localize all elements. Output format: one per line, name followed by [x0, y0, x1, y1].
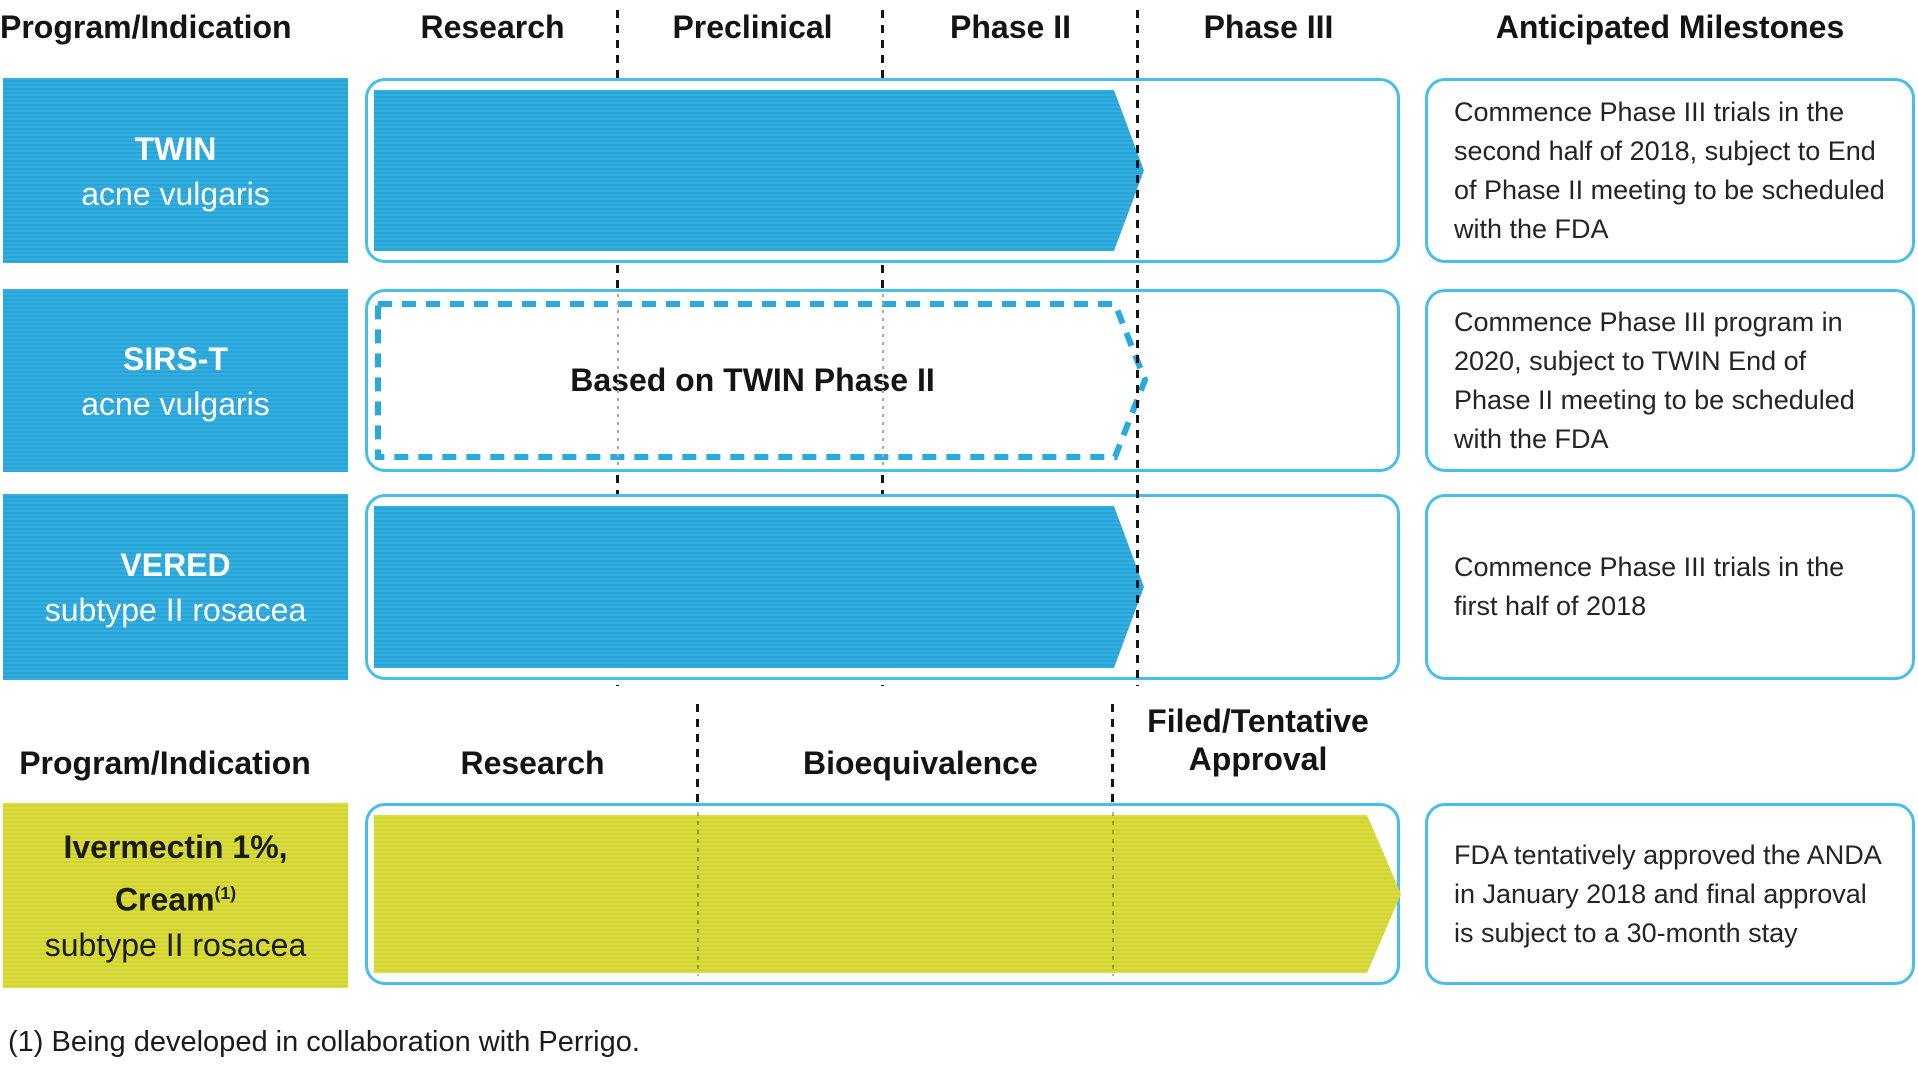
milestone-box-sirs-t: Commence Phase III program in 2020, subj…: [1425, 289, 1915, 472]
bar-label-based-on-twin: Based on TWIN Phase II: [570, 362, 935, 398]
milestone-text: Commence Phase III trials in the second …: [1454, 96, 1885, 244]
phase-separator-line: [1136, 10, 1139, 686]
phase-separator-line-faint: [882, 294, 884, 466]
program-name: Ivermectin 1%, Cream(1): [3, 824, 348, 923]
program-name: SIRS-T: [123, 340, 228, 377]
s2-header-filed-tentative-approval: Filed/Tentative Approval: [1118, 702, 1398, 778]
phase-separator-line: [696, 704, 699, 803]
s2-header-program-indication: Program/Indication: [19, 745, 311, 781]
program-box-vered: VERED subtype II rosacea: [3, 494, 348, 680]
program-name-superscript: (1): [214, 883, 237, 904]
s1-header-phase-2: Phase II: [950, 9, 1071, 45]
program-indication: acne vulgaris: [81, 175, 270, 212]
program-box-twin: TWIN acne vulgaris: [3, 78, 348, 263]
program-name: VERED: [120, 547, 231, 583]
s2-header-filed-line2: Approval: [1188, 741, 1328, 777]
program-name-text: Ivermectin 1%, Cream: [63, 829, 288, 918]
dashed-progress-arrow-sirs-t: [375, 301, 1149, 460]
progress-arrow-twin: [374, 90, 1144, 251]
s1-header-phase-3: Phase III: [1203, 9, 1334, 45]
s2-header-bioequivalence: Bioequivalence: [803, 745, 1038, 781]
milestone-text: FDA tentatively approved the ANDA in Jan…: [1454, 839, 1881, 948]
program-name: TWIN: [134, 130, 217, 167]
phase-bar-frame-twin: [365, 78, 1400, 263]
program-box-sirs-t: SIRS-T acne vulgaris: [3, 289, 348, 472]
s2-header-research: Research: [460, 745, 605, 781]
progress-arrow-ivermectin: [374, 815, 1401, 973]
s1-header-research: Research: [420, 9, 565, 45]
phase-bar-frame-ivermectin: [365, 803, 1400, 985]
s1-header-preclinical: Preclinical: [672, 9, 833, 45]
program-indication: acne vulgaris: [81, 385, 270, 422]
milestone-text: Commence Phase III program in 2020, subj…: [1454, 306, 1855, 454]
progress-arrow-vered: [374, 506, 1144, 668]
phase-separator-line: [1111, 704, 1114, 803]
phase-separator-line-faint: [697, 812, 699, 976]
s1-header-program-indication: Program/Indication: [0, 9, 292, 45]
program-indication: subtype II rosacea: [44, 592, 307, 628]
phase-bar-frame-vered: [365, 494, 1400, 680]
s1-header-anticipated-milestones: Anticipated Milestones: [1495, 9, 1845, 45]
phase-separator-line-faint: [617, 294, 619, 466]
phase-separator-line-faint: [1112, 812, 1114, 976]
s2-header-filed-line1: Filed/Tentative: [1147, 703, 1369, 739]
footnote: (1) Being developed in collaboration wit…: [8, 1026, 640, 1058]
milestone-box-twin: Commence Phase III trials in the second …: [1425, 78, 1915, 263]
milestone-box-ivermectin: FDA tentatively approved the ANDA in Jan…: [1425, 803, 1915, 985]
milestone-box-vered: Commence Phase III trials in the first h…: [1425, 494, 1915, 680]
program-box-ivermectin: Ivermectin 1%, Cream(1) subtype II rosac…: [3, 803, 348, 988]
milestone-text: Commence Phase III trials in the first h…: [1454, 552, 1845, 621]
program-indication: subtype II rosacea: [44, 926, 307, 963]
